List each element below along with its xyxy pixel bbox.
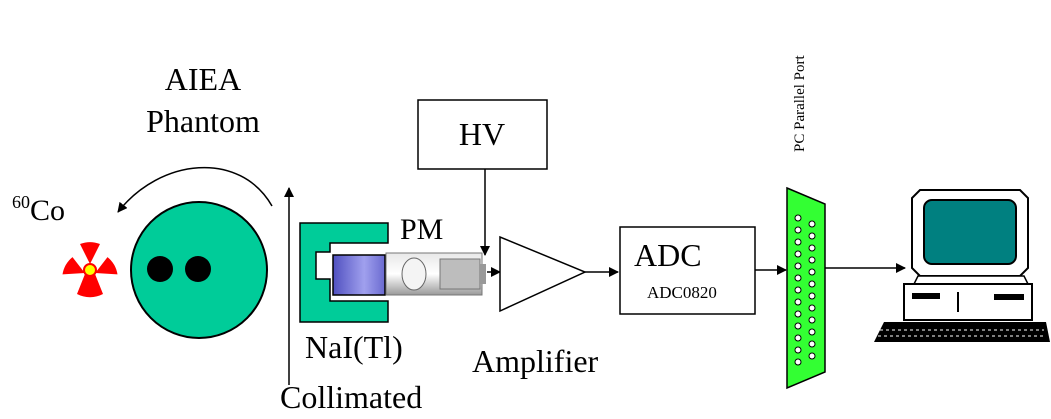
port-pin [808,328,816,336]
parallel-port-label: PC Parallel Port [792,55,808,152]
hv-box [417,99,548,170]
radiation-icon [62,242,118,298]
port-pin [808,220,816,228]
port-pin [794,250,802,258]
phantom-insert-right [185,256,211,282]
port-pin [808,256,816,264]
port-pin [794,286,802,294]
port-pin [794,334,802,342]
port-pin [794,214,802,222]
pm-label: PM [400,213,443,246]
port-pin [794,238,802,246]
port-pin [794,298,802,306]
source-element: Co [30,194,65,227]
monitor-screen [923,199,1017,265]
source-isotope-number: 60 [12,192,30,212]
port-pin [808,340,816,348]
port-pin [808,316,816,324]
detector-label-line1: NaI(Tl) [305,329,403,365]
port-pin [808,304,816,312]
hv-label: HV [459,116,505,152]
port-pin [808,292,816,300]
adc-label: ADC [634,237,702,273]
phantom-insert-left [147,256,173,282]
port-pin [808,268,816,276]
adc-chip-label: ADC0820 [647,283,717,302]
rotation-arrow [117,166,273,213]
phantom-label-line1: AIEA [165,61,241,97]
port-pin [808,244,816,252]
port-pin [808,352,816,360]
collimator [299,222,389,323]
phantom [130,201,268,339]
port-pin [794,322,802,330]
detector-label-line2: Collimated [280,379,422,415]
computer-icon [874,189,1050,342]
port-pin [794,226,802,234]
port-pin [794,274,802,282]
photomultiplier-tube [385,252,486,296]
port-pin [808,280,816,288]
port-pin [794,310,802,318]
nai-crystal [332,254,386,296]
amplifier-symbol [499,235,587,313]
port-pin [808,232,816,240]
source-label: 60Co [12,192,65,227]
phantom-label-line2: Phantom [146,103,260,139]
port-pin [794,262,802,270]
amplifier-label: Amplifier [472,343,599,379]
port-pin [794,358,802,366]
port-pin [794,346,802,354]
parallel-port-connector [786,186,826,390]
